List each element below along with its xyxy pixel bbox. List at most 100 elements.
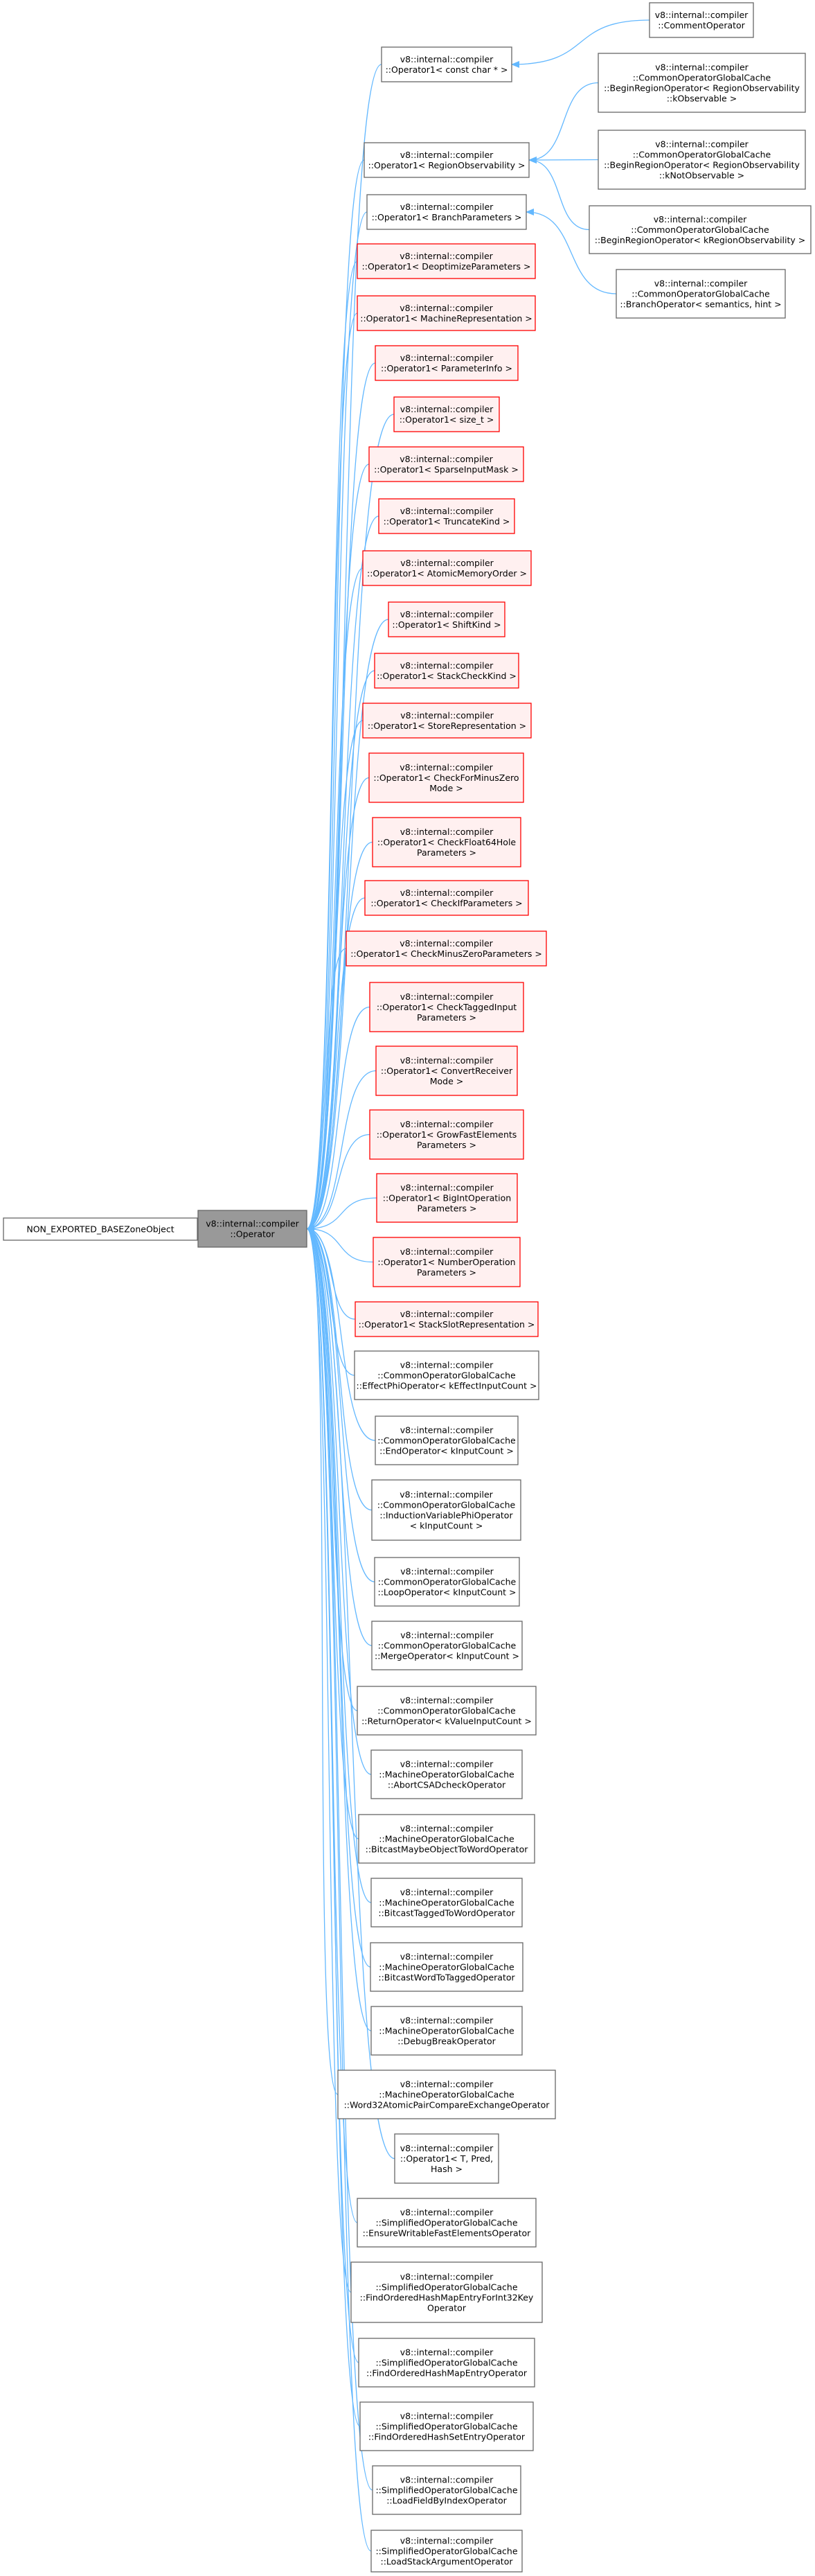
- class-node-op1_region[interactable]: v8::internal::compiler::Operator1< Regio…: [364, 142, 530, 178]
- class-node-debugbreak[interactable]: v8::internal::compiler::MachineOperatorG…: [370, 2006, 523, 2056]
- class-node-loadstackarg[interactable]: v8::internal::compiler::SimplifiedOperat…: [370, 2530, 523, 2573]
- class-node-label-line: Parameters >: [417, 1267, 476, 1278]
- class-node-endop[interactable]: v8::internal::compiler::CommonOperatorGl…: [375, 1415, 519, 1465]
- class-node-op1_storerep[interactable]: v8::internal::compiler::Operator1< Store…: [362, 703, 532, 739]
- class-node-begin_kobs[interactable]: v8::internal::compiler::CommonOperatorGl…: [598, 53, 806, 113]
- class-node-branch_op[interactable]: v8::internal::compiler::CommonOperatorGl…: [616, 269, 786, 319]
- inheritance-edge-findorderedset-to-operator: [306, 1225, 361, 2427]
- class-node-op1_tpred[interactable]: v8::internal::compiler::Operator1< T, Pr…: [394, 2133, 499, 2184]
- class-node-op1_sizet[interactable]: v8::internal::compiler::Operator1< size_…: [393, 396, 500, 432]
- class-node-label-line: v8::internal::compiler: [400, 2347, 494, 2358]
- class-node-label-line: v8::internal::compiler: [400, 1119, 494, 1129]
- class-node-returnop[interactable]: v8::internal::compiler::CommonOperatorGl…: [357, 1686, 537, 1736]
- class-node-op1_branch[interactable]: v8::internal::compiler::Operator1< Branc…: [366, 194, 527, 230]
- class-node-label-line: v8::internal::compiler: [655, 10, 749, 20]
- class-node-label-line: Parameters >: [417, 1140, 476, 1150]
- class-node-op1_convertreceiver[interactable]: v8::internal::compiler::Operator1< Conve…: [375, 1046, 518, 1096]
- class-node-label-line: v8::internal::compiler: [206, 1219, 299, 1229]
- class-node-label-line: v8::internal::compiler: [400, 1309, 494, 1319]
- class-node-op1_atomic[interactable]: v8::internal::compiler::Operator1< Atomi…: [362, 550, 532, 586]
- class-node-label-line: v8::internal::compiler: [400, 1824, 494, 1834]
- class-node-loopop[interactable]: v8::internal::compiler::CommonOperatorGl…: [374, 1557, 520, 1607]
- class-node-begin_knotobs[interactable]: v8::internal::compiler::CommonOperatorGl…: [598, 130, 806, 190]
- class-node-label-line: ::Operator1< CheckIfParameters >: [370, 898, 522, 908]
- class-node-op1_truncate[interactable]: v8::internal::compiler::Operator1< Trunc…: [378, 498, 515, 534]
- inheritance-edge-begin_kobs-to-op1_region: [528, 82, 599, 164]
- class-node-base[interactable]: NON_EXPORTED_BASEZoneObject: [3, 1217, 198, 1241]
- class-node-effectphi[interactable]: v8::internal::compiler::CommonOperatorGl…: [354, 1350, 539, 1400]
- class-node-findorderedmap[interactable]: v8::internal::compiler::SimplifiedOperat…: [358, 2338, 535, 2388]
- class-node-op1_machrep[interactable]: v8::internal::compiler::Operator1< Machi…: [357, 295, 536, 331]
- class-node-box: [366, 194, 527, 230]
- class-node-op1_shift[interactable]: v8::internal::compiler::Operator1< Shift…: [388, 601, 505, 637]
- class-node-label-line: v8::internal::compiler: [400, 1695, 494, 1706]
- class-node-findorderedset[interactable]: v8::internal::compiler::SimplifiedOperat…: [359, 2401, 534, 2451]
- class-node-label-line: ::SimplifiedOperatorGlobalCache: [375, 2421, 517, 2432]
- class-node-label-line: ::Operator1< ConvertReceiver: [381, 1066, 513, 1076]
- class-node-op1_stackcheck[interactable]: v8::internal::compiler::Operator1< Stack…: [374, 653, 519, 689]
- inheritance-edge-op1_deopt-to-operator: [306, 261, 358, 1233]
- class-node-label-line: v8::internal::compiler: [400, 1246, 494, 1257]
- class-node-box: [598, 130, 806, 190]
- class-node-begin_k[interactable]: v8::internal::compiler::CommonOperatorGl…: [589, 205, 812, 254]
- class-node-op1_growfast[interactable]: v8::internal::compiler::Operator1< GrowF…: [369, 1109, 524, 1160]
- class-node-op1_checktagged[interactable]: v8::internal::compiler::Operator1< Check…: [369, 982, 524, 1032]
- class-node-op1_number[interactable]: v8::internal::compiler::Operator1< Numbe…: [373, 1237, 521, 1287]
- class-node-bitcastmaybe[interactable]: v8::internal::compiler::MachineOperatorG…: [358, 1814, 535, 1864]
- class-node-op1_deopt[interactable]: v8::internal::compiler::Operator1< Deopt…: [357, 243, 536, 279]
- class-node-box: [375, 345, 519, 381]
- class-node-label-line: ::SimplifiedOperatorGlobalCache: [375, 2546, 517, 2557]
- class-node-box: [369, 1109, 524, 1160]
- class-node-box: [372, 2465, 521, 2515]
- class-node-ensurewritable[interactable]: v8::internal::compiler::SimplifiedOperat…: [357, 2198, 537, 2248]
- class-node-label-line: ::Operator1< const char * >: [386, 64, 508, 75]
- class-node-label-line: v8::internal::compiler: [400, 888, 494, 898]
- class-node-inductionphi[interactable]: v8::internal::compiler::CommonOperatorGl…: [371, 1479, 521, 1541]
- class-node-label-line: ::Operator1< StackCheckKind >: [377, 671, 517, 681]
- class-node-label-line: v8::internal::compiler: [400, 2207, 494, 2218]
- class-node-loadfield[interactable]: v8::internal::compiler::SimplifiedOperat…: [372, 2465, 521, 2515]
- class-node-bitcasttagged[interactable]: v8::internal::compiler::MachineOperatorG…: [370, 1878, 523, 1927]
- class-node-label-line: ::CommonOperatorGlobalCache: [377, 1436, 516, 1446]
- inheritance-edge-op1_paraminfo-to-operator: [306, 362, 376, 1233]
- class-node-label-line: ::CommonOperatorGlobalCache: [632, 289, 770, 299]
- class-node-word32atomic[interactable]: v8::internal::compiler::MachineOperatorG…: [337, 2070, 556, 2119]
- class-node-mergeop[interactable]: v8::internal::compiler::CommonOperatorGl…: [371, 1621, 523, 1670]
- inheritance-edge-inductionphi-to-operator: [306, 1225, 373, 1511]
- class-node-op1_checkminuszeroparams[interactable]: v8::internal::compiler::Operator1< Check…: [346, 930, 547, 967]
- class-node-label-line: Hash >: [431, 2164, 463, 2174]
- class-node-label-line: v8::internal::compiler: [400, 506, 494, 516]
- class-node-label-line: ::Operator1< CheckTaggedInput: [377, 1002, 517, 1012]
- class-node-label-line: v8::internal::compiler: [400, 1759, 494, 1770]
- class-node-label-line: ::SimplifiedOperatorGlobalCache: [375, 2485, 517, 2496]
- class-node-label-line: ::BitcastWordToTaggedOperator: [378, 1973, 515, 1983]
- class-node-label-line: ::kObservable >: [667, 94, 737, 104]
- class-node-label-line: Parameters >: [417, 847, 476, 858]
- class-node-findorderedint32[interactable]: v8::internal::compiler::SimplifiedOperat…: [350, 2261, 543, 2323]
- inheritance-edge-op1_checkminuszeromode-to-operator: [306, 777, 370, 1233]
- class-node-op1_constchar[interactable]: v8::internal::compiler::Operator1< const…: [381, 46, 512, 82]
- class-node-op1_checkminuszeromode[interactable]: v8::internal::compiler::Operator1< Check…: [368, 752, 524, 803]
- class-node-op1_checkif[interactable]: v8::internal::compiler::Operator1< Check…: [364, 880, 529, 916]
- class-node-label-line: ::MachineOperatorGlobalCache: [379, 1898, 514, 1908]
- class-node-box: [357, 243, 536, 279]
- class-node-label-line: ::InductionVariablePhiOperator: [379, 1510, 513, 1521]
- class-node-label-line: v8::internal::compiler: [400, 938, 493, 949]
- class-node-bitcastword[interactable]: v8::internal::compiler::MachineOperatorG…: [370, 1942, 523, 1992]
- class-node-op1_bigint[interactable]: v8::internal::compiler::Operator1< BigIn…: [376, 1173, 518, 1223]
- class-node-abortcsa[interactable]: v8::internal::compiler::MachineOperatorG…: [370, 1749, 523, 1799]
- inheritance-edge-endop-to-operator: [306, 1225, 376, 1441]
- class-node-label-line: ::Operator1< GrowFastElements: [377, 1129, 517, 1140]
- class-node-label-line: ::MachineOperatorGlobalCache: [379, 1834, 514, 1844]
- class-node-label-line: v8::internal::compiler: [400, 1490, 493, 1500]
- class-node-op1_paraminfo[interactable]: v8::internal::compiler::Operator1< Param…: [375, 345, 519, 381]
- class-node-label-line: v8::internal::compiler: [400, 2143, 494, 2153]
- class-node-label-line: ::CommonOperatorGlobalCache: [378, 1577, 517, 1587]
- class-node-box: [598, 53, 806, 113]
- class-node-op1_sparse[interactable]: v8::internal::compiler::Operator1< Spars…: [368, 446, 524, 482]
- class-node-label-line: v8::internal::compiler: [400, 609, 494, 619]
- class-node-op1_checkfloat64[interactable]: v8::internal::compiler::Operator1< Check…: [372, 817, 521, 867]
- class-node-op1_stackslot[interactable]: v8::internal::compiler::Operator1< Stack…: [355, 1301, 539, 1337]
- class-node-comment_op[interactable]: v8::internal::compiler::CommentOperator: [649, 2, 754, 38]
- class-node-box: [374, 653, 519, 689]
